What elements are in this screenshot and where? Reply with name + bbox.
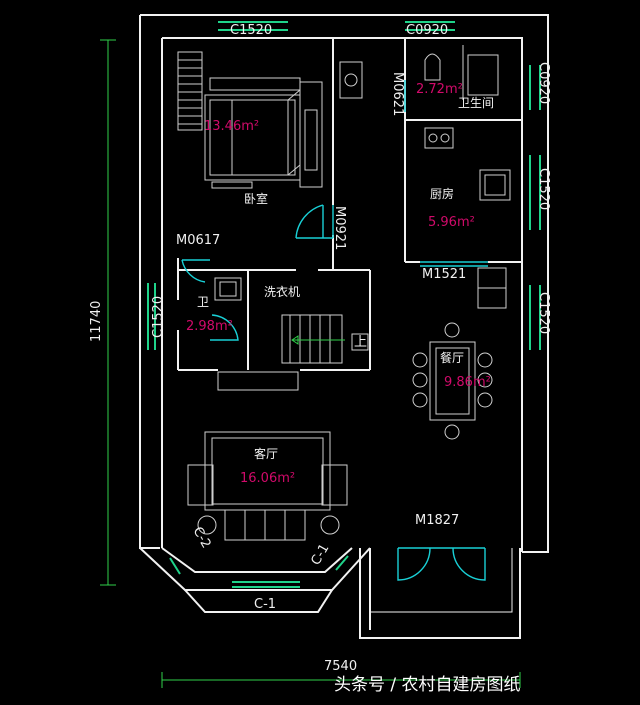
label-door-m1521: M1521 — [422, 267, 466, 282]
dining-table-icon — [412, 322, 493, 440]
toilet-upper-name: 卫生间 — [458, 96, 494, 110]
label-stair-up: 上 — [354, 335, 367, 350]
label-win-bay-left: C-2 — [190, 525, 214, 552]
bath-lower-name: 卫 — [197, 295, 209, 309]
window-right-low — [529, 285, 541, 350]
wardrobe-icon — [177, 51, 203, 131]
doors — [181, 80, 488, 581]
label-door-m0921: M0921 — [332, 206, 347, 250]
interior-walls — [177, 38, 522, 371]
window-top-left — [218, 21, 288, 31]
laundry-name: 洗衣机 — [264, 284, 300, 299]
window-right-mid — [529, 155, 541, 230]
door-m1521 — [420, 261, 488, 267]
kitchen-fixtures — [424, 127, 511, 201]
living-area: 16.06m² — [240, 471, 295, 486]
label-win-left: C1520 — [151, 296, 166, 338]
window-right-top — [529, 65, 541, 110]
bedroom-area: 13.46m² — [204, 119, 259, 134]
window-top-right — [405, 21, 455, 31]
kitchen-name: 厨房 — [430, 186, 454, 201]
dining-area: 9.86m² — [444, 375, 491, 390]
dim-total-width: 7540 — [324, 659, 357, 674]
label-door-m0617: M0617 — [176, 233, 220, 248]
stair-icon — [281, 314, 369, 364]
exterior-walls — [139, 14, 549, 639]
windows — [147, 21, 541, 588]
window-labels: C1520 C0920 C0920 C1520 C1520 C1520 C-1 … — [151, 23, 551, 612]
label-win-bay-right: C-1 — [308, 541, 332, 568]
label-win-right-mid: C1520 — [536, 168, 551, 210]
dim-total-height: 11740 — [89, 301, 104, 342]
window-bay-sides — [169, 555, 349, 575]
window-left — [147, 283, 156, 350]
shelf-icon — [339, 61, 363, 99]
door-labels: M0621 M0921 M0617 M1521 M1827 上 — [176, 72, 466, 528]
room-labels: 13.46m² 卧室 2.72m² 卫生间 厨房 5.96m² 卫 2.98m²… — [186, 82, 494, 486]
door-m1827 — [397, 547, 486, 581]
door-m0921 — [295, 204, 334, 239]
bed-icon — [204, 81, 323, 188]
living-furniture — [187, 371, 348, 541]
cabinet-icon — [477, 267, 507, 309]
bedroom-name: 卧室 — [244, 191, 268, 206]
label-win-top-left: C1520 — [230, 23, 272, 38]
door-bath — [210, 314, 239, 341]
door-m0617 — [181, 259, 210, 283]
label-win-right-top: C0920 — [536, 62, 551, 104]
toilet-upper-fixtures — [424, 45, 499, 100]
dining-name: 餐厅 — [440, 350, 464, 365]
bath-lower-area: 2.98m² — [186, 319, 233, 334]
living-name: 客厅 — [254, 446, 278, 461]
kitchen-area: 5.96m² — [428, 215, 475, 230]
label-win-top-right: C0920 — [406, 23, 448, 38]
label-win-right-low: C1520 — [536, 292, 551, 334]
label-win-bay: C-1 — [254, 597, 276, 612]
desk-icon — [209, 77, 301, 189]
dimension-labels: 11740 7540 — [89, 301, 357, 674]
dimension-lines — [100, 39, 521, 688]
bath-lower-fixtures — [214, 277, 242, 301]
toilet-upper-area: 2.72m² — [416, 82, 463, 97]
watermark: 头条号 / 农村自建房图纸 — [334, 675, 521, 695]
window-bay — [232, 581, 300, 588]
label-door-m1827: M1827 — [415, 513, 459, 528]
label-door-m0621: M0621 — [390, 72, 405, 116]
